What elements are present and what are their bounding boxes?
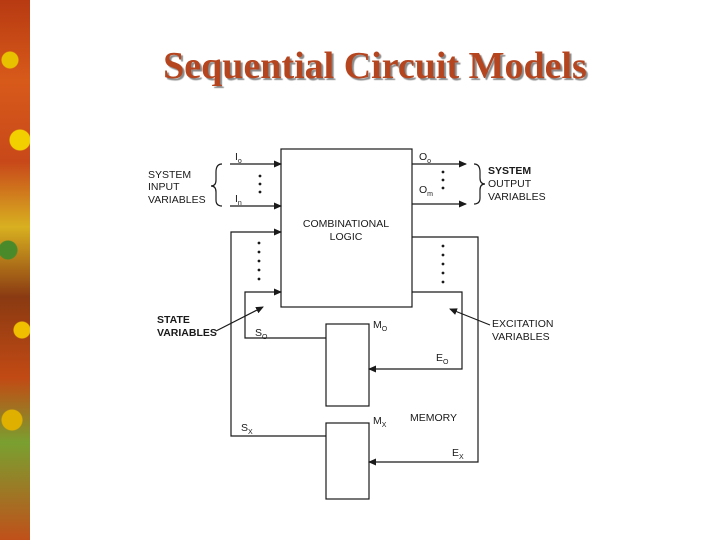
system-output-label-3: VARIABLES bbox=[488, 191, 546, 203]
state-callout-arrow bbox=[215, 306, 264, 332]
decorative-side-strip bbox=[0, 0, 30, 540]
system-input-label-3: VARIABLES bbox=[148, 194, 206, 206]
memory-label: MEMORY bbox=[410, 412, 457, 424]
output-last-label: Om bbox=[419, 184, 433, 198]
output-brace bbox=[473, 163, 486, 205]
input-last-label: In bbox=[235, 193, 242, 207]
system-input-label-2: INPUT bbox=[148, 181, 180, 193]
state-variables-label-2: VARIABLES bbox=[157, 327, 217, 339]
memory-block-0 bbox=[325, 323, 370, 407]
combinational-label-1: COMBINATIONAL bbox=[303, 218, 389, 230]
excitation-variables-label-2: VARIABLES bbox=[492, 331, 550, 343]
memory-block-x bbox=[325, 422, 370, 500]
state-last-label: SX bbox=[241, 422, 253, 436]
ellipsis-dots bbox=[257, 170, 445, 284]
excitation-last-label: EX bbox=[452, 447, 464, 461]
input-first-label: Io bbox=[235, 151, 242, 165]
state-feedback-loop-0 bbox=[244, 288, 326, 339]
output-first-label: Oo bbox=[419, 151, 431, 165]
memory-last-label: MX bbox=[373, 415, 387, 429]
system-output-label-2: OUTPUT bbox=[488, 178, 532, 190]
excitation-loop-x bbox=[368, 236, 479, 466]
state-variables-label-1: STATE bbox=[157, 314, 190, 326]
excitation-loop-0 bbox=[368, 291, 463, 373]
memory-first-label: MO bbox=[373, 319, 388, 333]
slide-title: Sequential Circuit Models bbox=[163, 45, 587, 87]
input-brace bbox=[210, 163, 223, 207]
excitation-callout-arrow bbox=[449, 308, 491, 326]
system-input-label-1: SYSTEM bbox=[148, 169, 191, 181]
combinational-label-2: LOGIC bbox=[330, 231, 363, 243]
state-first-label: SO bbox=[255, 327, 268, 341]
combinational-logic-block bbox=[280, 148, 413, 308]
system-output-label-1: SYSTEM bbox=[488, 165, 531, 177]
excitation-first-label: EO bbox=[436, 352, 449, 366]
state-feedback-loop-x bbox=[230, 228, 326, 437]
excitation-variables-label-1: EXCITATION bbox=[492, 318, 553, 330]
